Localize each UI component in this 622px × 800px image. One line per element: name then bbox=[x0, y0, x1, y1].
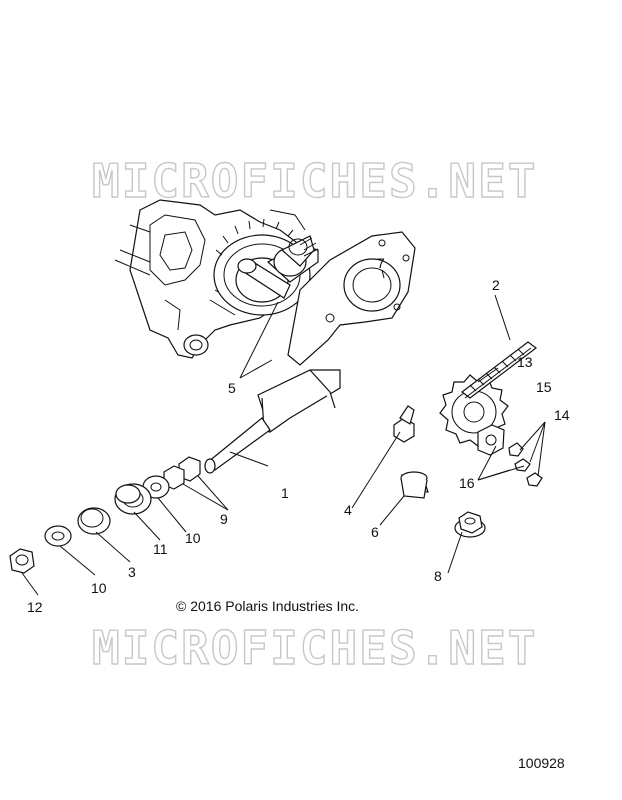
part-6-spacer bbox=[400, 471, 429, 499]
part-11-bushing bbox=[114, 483, 152, 515]
reference-number: 100928 bbox=[518, 755, 565, 771]
part-16-retainer bbox=[477, 424, 505, 456]
part-9-nuts bbox=[163, 456, 201, 490]
part-2-chain bbox=[461, 341, 537, 399]
callout-12: 12 bbox=[27, 599, 43, 615]
callout-3: 3 bbox=[128, 564, 136, 580]
part-8-flange-nut bbox=[454, 511, 486, 538]
callout-16: 16 bbox=[459, 475, 475, 491]
callout-10-upper: 10 bbox=[185, 530, 201, 546]
callout-8: 8 bbox=[434, 568, 442, 584]
callout-1: 1 bbox=[281, 485, 289, 501]
callout-15: 15 bbox=[536, 379, 552, 395]
watermark-top: MICROFICHES.NET bbox=[92, 154, 537, 208]
part-14-bolts bbox=[508, 442, 543, 487]
part-7-mounting-plate bbox=[287, 231, 416, 366]
callout-14: 14 bbox=[554, 407, 570, 423]
callout-10-lower: 10 bbox=[91, 580, 107, 596]
part-4-bolt bbox=[393, 405, 415, 443]
callout-2: 2 bbox=[492, 277, 500, 293]
callout-13: 13 bbox=[517, 354, 533, 370]
callout-9: 9 bbox=[220, 511, 228, 527]
part-12-lock-nut bbox=[9, 548, 35, 574]
output-shaft bbox=[266, 235, 319, 283]
callout-11: 11 bbox=[153, 541, 168, 557]
leader-lines bbox=[21, 269, 546, 596]
copyright-text: © 2016 Polaris Industries Inc. bbox=[176, 598, 359, 614]
callout-6: 6 bbox=[371, 524, 379, 540]
part-1-tensioner-arm bbox=[204, 369, 341, 474]
part-10-washer-lower bbox=[44, 525, 72, 547]
callout-5: 5 bbox=[228, 380, 236, 396]
callout-7: 7 bbox=[377, 255, 385, 271]
callout-4: 4 bbox=[344, 502, 352, 518]
part-5-pivot-bolt bbox=[237, 258, 291, 299]
callouts: 7 2 13 15 14 5 16 1 4 9 6 10 11 3 8 10 1… bbox=[27, 255, 570, 615]
part-3-thick-washer bbox=[77, 507, 111, 535]
watermark-bottom: MICROFICHES.NET bbox=[92, 621, 537, 675]
